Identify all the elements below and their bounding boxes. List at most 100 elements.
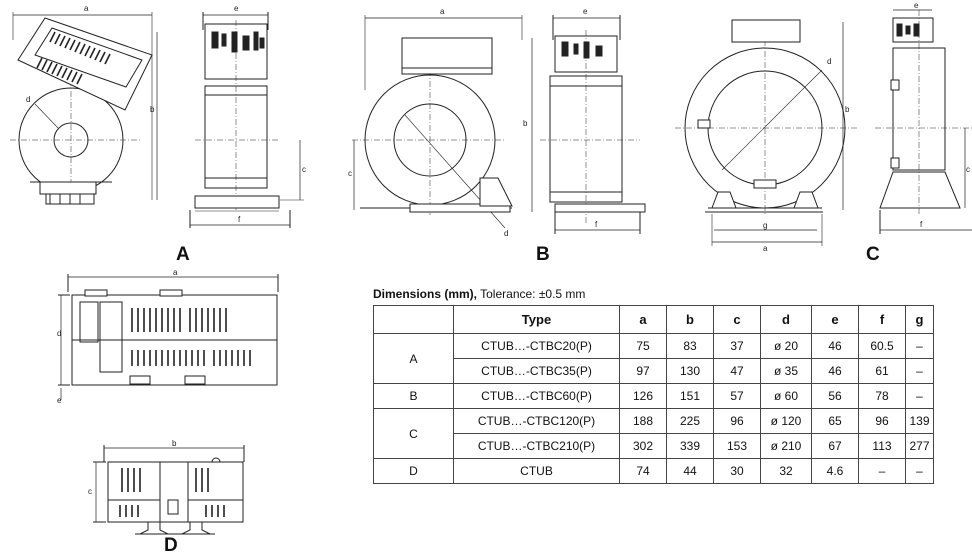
table-row: CTUB…-CTBC35(P) 97 130 47 ø 35 46 61 – [374,358,934,384]
dim-letter: c [348,169,352,178]
value-cell: 277 [905,433,934,459]
dim-letter: d [504,229,508,238]
type-cell: CTUB [453,458,620,484]
value-cell: 46 [811,358,859,384]
figure-b-front-view [352,15,533,229]
value-cell: 96 [858,408,906,434]
header-cell: Type [453,305,620,334]
value-cell: – [858,458,906,484]
value-cell: 57 [713,383,761,409]
value-cell: 188 [619,408,667,434]
figure-c-side-view [875,9,972,234]
type-cell: CTUB…-CTBC120(P) [453,408,620,434]
value-cell: 130 [666,358,714,384]
figure-d-side-view [93,445,245,535]
table-row: A CTUB…-CTBC20(P) 75 83 37 ø 20 46 60.5 … [373,333,934,384]
value-cell: 32 [760,458,812,484]
header-cell [373,305,454,334]
dim-letter: d [827,57,831,66]
value-cell: ø 20 [760,333,812,359]
value-cell: 47 [713,358,761,384]
table-row: C CTUB…-CTBC120(P) 188 225 96 ø 120 65 9… [373,408,934,459]
value-cell: 153 [713,433,761,459]
value-cell: 151 [666,383,714,409]
value-cell: – [905,333,934,359]
figure-label-a: A [176,244,190,265]
value-cell: 65 [811,408,859,434]
value-cell: ø 210 [760,433,812,459]
figure-label-d: D [164,535,178,556]
group-cell: C [373,408,454,459]
value-cell: – [905,383,934,409]
header-cell: c [713,305,761,334]
table-header-row: Type a b c d e f g [373,305,934,334]
dim-letter: c [966,165,970,174]
header-cell: e [811,305,859,334]
dim-letter: f [920,220,923,229]
figure-d-top-view [58,274,279,400]
dim-letter: a [440,7,445,16]
dim-letter: e [583,7,588,16]
value-cell: – [905,458,934,484]
value-cell: 339 [666,433,714,459]
dim-letter: f [595,220,598,229]
type-cell: CTUB…-CTBC210(P) [453,433,620,459]
figure-a-front-view [10,12,158,205]
value-cell: 60.5 [858,333,906,359]
value-cell: 74 [619,458,667,484]
value-cell: 46 [811,333,859,359]
figure-b-side-view [540,15,646,234]
value-cell: 96 [713,408,761,434]
value-cell: 126 [619,383,667,409]
dim-letter: c [302,165,306,174]
figure-label-c: C [866,244,880,265]
figure-label-b: B [536,244,550,265]
header-cell: d [760,305,812,334]
value-cell: ø 35 [760,358,812,384]
caption-bold: Dimensions (mm), [373,287,478,301]
value-cell: 37 [713,333,761,359]
value-cell: 4.6 [811,458,859,484]
dim-letter: a [763,244,768,253]
dim-letter: b [172,439,177,448]
caption-rest: Tolerance: ±0.5 mm [477,287,586,301]
group-cell: B [373,383,454,409]
dim-letter: b [523,119,528,128]
dim-letter: b [845,105,850,114]
table-row: B CTUB…-CTBC60(P) 126 151 57 ø 60 56 78 … [373,383,934,409]
group-cell: A [373,333,454,384]
dim-letter: b [150,105,155,114]
dim-letter: e [914,1,919,10]
dim-letter: a [173,268,178,277]
dimensions-table: Type a b c d e f g A CTUB…-CTBC20(P) 75 … [373,305,934,484]
value-cell: 78 [858,383,906,409]
type-cell: CTUB…-CTBC60(P) [453,383,620,409]
dimension-letters: a b d e c f a b c d e f d b g a e c f a … [26,1,970,496]
dim-letter: f [238,215,241,224]
dim-letter: d [26,95,30,104]
value-cell: 97 [619,358,667,384]
dim-letter: g [763,221,767,230]
type-cell: CTUB…-CTBC35(P) [453,358,620,384]
value-cell: ø 60 [760,383,812,409]
value-cell: ø 120 [760,408,812,434]
dim-letter: a [84,4,89,13]
value-cell: – [905,358,934,384]
value-cell: 30 [713,458,761,484]
dim-letter: d [57,329,61,338]
value-cell: 56 [811,383,859,409]
value-cell: 302 [619,433,667,459]
value-cell: 113 [858,433,906,459]
header-cell: a [619,305,667,334]
figure-c-front-view [675,19,858,246]
table-row: D CTUB 74 44 30 32 4.6 – – [373,458,934,484]
dim-letter: e [234,4,239,13]
table-caption: Dimensions (mm), Tolerance: ±0.5 mm [373,287,585,301]
table-row: CTUB…-CTBC210(P) 302 339 153 ø 210 67 11… [374,433,934,459]
dim-letter: e [57,396,62,405]
value-cell: 44 [666,458,714,484]
type-cell: CTUB…-CTBC20(P) [453,333,620,359]
header-cell: g [905,305,934,334]
value-cell: 67 [811,433,859,459]
